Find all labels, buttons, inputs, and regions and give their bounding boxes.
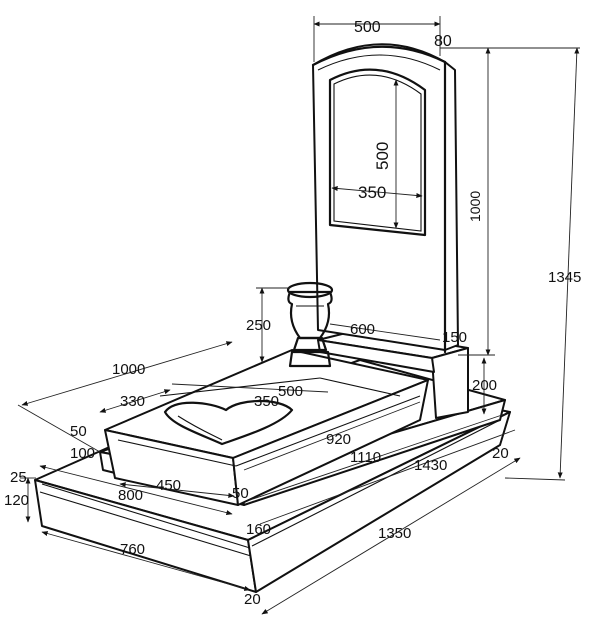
dim-front-width: 760 (120, 541, 145, 558)
dim-plinth-width: 800 (118, 487, 143, 504)
stele-stand (317, 329, 469, 419)
dim-mid-base-length: 1110 (350, 449, 381, 466)
dim-stele-thickness: 80 (434, 33, 452, 50)
dim-heart-width: 350 (254, 393, 279, 410)
dim-front-edge: 20 (244, 591, 261, 608)
dim-stand-width: 150 (442, 329, 467, 346)
dim-stele-height: 1000 (467, 191, 483, 222)
dim-right-step: 20 (492, 445, 509, 462)
dim-vase-height: 250 (246, 317, 271, 334)
dim-slab-step: 100 (70, 445, 95, 462)
dim-stand-length: 600 (350, 321, 375, 338)
dim-slab-height: 50 (70, 423, 87, 440)
vase (286, 281, 334, 368)
dim-base-length: 1430 (414, 457, 447, 474)
dim-plinth-thickness: 120 (4, 492, 29, 509)
dim-plinth-length: 1350 (378, 525, 411, 542)
dim-total-height: 1345 (548, 269, 581, 286)
dim-heart-offset: 330 (120, 393, 145, 410)
dim-plinth-height: 25 (10, 469, 27, 486)
dim-flower-bed-length: 920 (326, 431, 351, 448)
dim-stand-height: 200 (472, 377, 497, 394)
dim-stele-top-width: 500 (354, 19, 381, 36)
dim-top-slab-width: 500 (278, 383, 303, 400)
dim-flower-bed-side: 450 (156, 477, 181, 494)
dim-plinth-edge: 160 (246, 521, 271, 538)
dim-window-width: 350 (358, 183, 386, 202)
dim-base-depth: 1000 (112, 361, 145, 378)
dimension-lines (17, 16, 580, 615)
dim-slab-gap: 50 (232, 485, 249, 502)
dim-window-height: 500 (373, 142, 392, 170)
